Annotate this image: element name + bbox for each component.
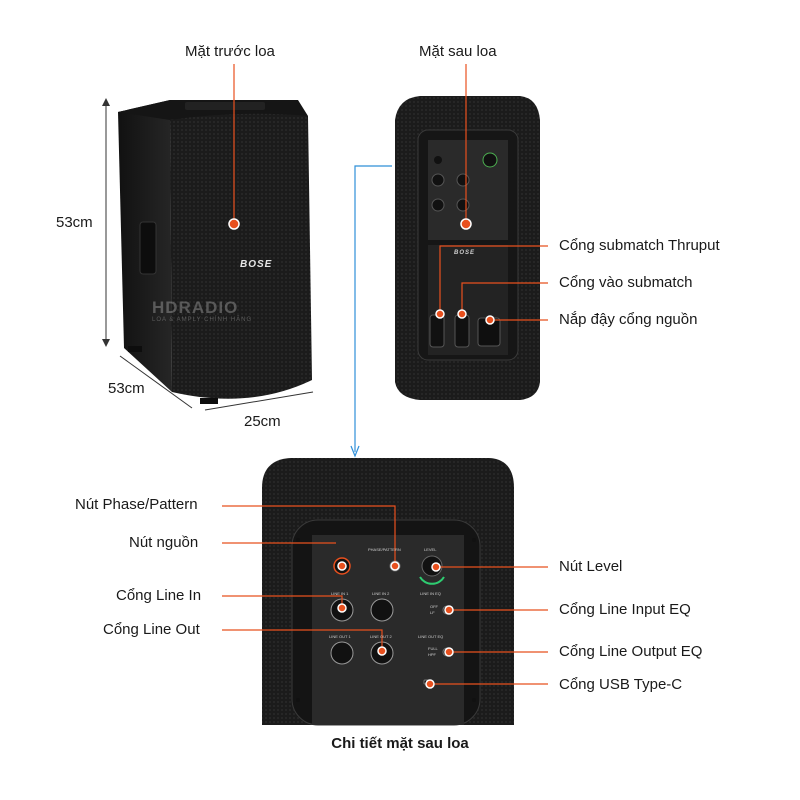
panel-text-line-in-eq: LINE IN EQ bbox=[420, 591, 441, 596]
bose-logo-small: BOSE bbox=[454, 250, 476, 256]
leader-submatch-in bbox=[461, 282, 548, 313]
callout-dot bbox=[337, 603, 347, 613]
leader-thruput bbox=[439, 245, 548, 313]
panel-text-level: LEVEL bbox=[424, 547, 437, 552]
panel-text-lf: LF bbox=[430, 610, 435, 615]
side-handle-recess bbox=[139, 221, 157, 275]
callout-dot bbox=[377, 646, 387, 656]
leader-line-out bbox=[222, 629, 383, 647]
label-line-in: Cổng Line In bbox=[116, 587, 202, 604]
panel-text-off: OFF bbox=[430, 604, 438, 609]
callout-leaders bbox=[222, 64, 548, 685]
callout-dot bbox=[228, 218, 240, 230]
dim-height: 53cm bbox=[56, 214, 93, 231]
screw bbox=[296, 538, 300, 542]
depth-dim-line bbox=[119, 355, 193, 409]
label-back: Mặt sau loa bbox=[419, 43, 497, 60]
line-out-1-port bbox=[330, 641, 354, 665]
screw bbox=[296, 698, 300, 702]
width-dim-line bbox=[204, 391, 314, 411]
rear-thruput-port bbox=[429, 314, 445, 348]
leader-line-in bbox=[222, 595, 343, 604]
panel-text-hpf: HPF bbox=[428, 652, 436, 657]
rear-submatch-port bbox=[454, 314, 470, 348]
rear-port bbox=[456, 173, 470, 187]
leader-phase bbox=[222, 505, 396, 562]
screw bbox=[472, 698, 476, 702]
rear-port bbox=[431, 198, 445, 212]
callout-dot bbox=[444, 647, 454, 657]
label-line-out-eq: Cổng Line Output EQ bbox=[559, 643, 703, 660]
callout-dot bbox=[444, 605, 454, 615]
label-line-out: Cổng Line Out bbox=[103, 621, 200, 638]
callout-dot bbox=[435, 309, 445, 319]
label-phase: Nút Phase/Pattern bbox=[75, 496, 198, 513]
watermark-logo: HDRADIO bbox=[152, 298, 239, 317]
front-speaker bbox=[118, 100, 312, 404]
panel-text-line-out-eq: LINE OUT EQ bbox=[418, 634, 444, 639]
label-line-in-eq: Cổng Line Input EQ bbox=[559, 601, 691, 618]
detail-caption: Chi tiết mặt sau loa bbox=[331, 735, 469, 752]
dim-depth: 53cm bbox=[108, 380, 145, 397]
label-thruput: Cổng submatch Thruput bbox=[559, 237, 720, 254]
dimension-lines bbox=[102, 98, 314, 411]
speaker-foot bbox=[200, 398, 218, 404]
panel-text-line-out-1: LINE OUT 1 bbox=[329, 634, 351, 639]
speaker-front-grille bbox=[170, 113, 312, 399]
label-submatch-in: Cổng vào submatch bbox=[559, 274, 693, 291]
panel-text-line-in-1: LINE IN 1 bbox=[331, 591, 349, 596]
rear-port bbox=[434, 156, 442, 164]
callout-dot bbox=[460, 218, 472, 230]
rear-port bbox=[456, 198, 470, 212]
label-usb: Cổng USB Type-C bbox=[559, 676, 683, 693]
bose-logo: BOSE bbox=[240, 259, 273, 270]
panel-text-line-out-2: LINE OUT 2 bbox=[370, 634, 392, 639]
arrow-head bbox=[102, 339, 110, 347]
speaker-foot bbox=[128, 346, 142, 352]
label-power-btn: Nút nguồn bbox=[129, 534, 199, 551]
panel-text-phase: PHASE/PATTERN bbox=[368, 547, 401, 552]
rear-speaker bbox=[395, 96, 540, 400]
speaker-handle bbox=[185, 102, 265, 110]
watermark-text: LOA & AMPLY CHÍNH HÃNG bbox=[152, 317, 253, 323]
blue-link-arrow bbox=[350, 165, 392, 458]
callout-dot bbox=[485, 315, 495, 325]
label-power-cover: Nắp đậy cổng nguồn bbox=[559, 311, 698, 328]
rear-level-knob bbox=[482, 152, 498, 168]
callout-dot bbox=[390, 561, 400, 571]
panel-text-line-in-2: LINE IN 2 bbox=[372, 591, 390, 596]
callout-dot bbox=[457, 309, 467, 319]
level-indicator bbox=[419, 576, 445, 585]
label-level: Nút Level bbox=[559, 558, 623, 575]
screw bbox=[472, 538, 476, 542]
arrow-head bbox=[102, 98, 110, 106]
detail-rear-speaker bbox=[262, 458, 514, 726]
callout-dot bbox=[431, 562, 441, 572]
label-front: Mặt trước loa bbox=[185, 43, 275, 60]
dim-width: 25cm bbox=[244, 413, 281, 430]
rear-port bbox=[431, 173, 445, 187]
panel-text-full: FULL bbox=[428, 646, 438, 651]
callout-dot bbox=[337, 561, 347, 571]
line-in-2-port bbox=[370, 598, 394, 622]
callout-dot bbox=[425, 679, 435, 689]
callout-dots bbox=[228, 218, 495, 689]
